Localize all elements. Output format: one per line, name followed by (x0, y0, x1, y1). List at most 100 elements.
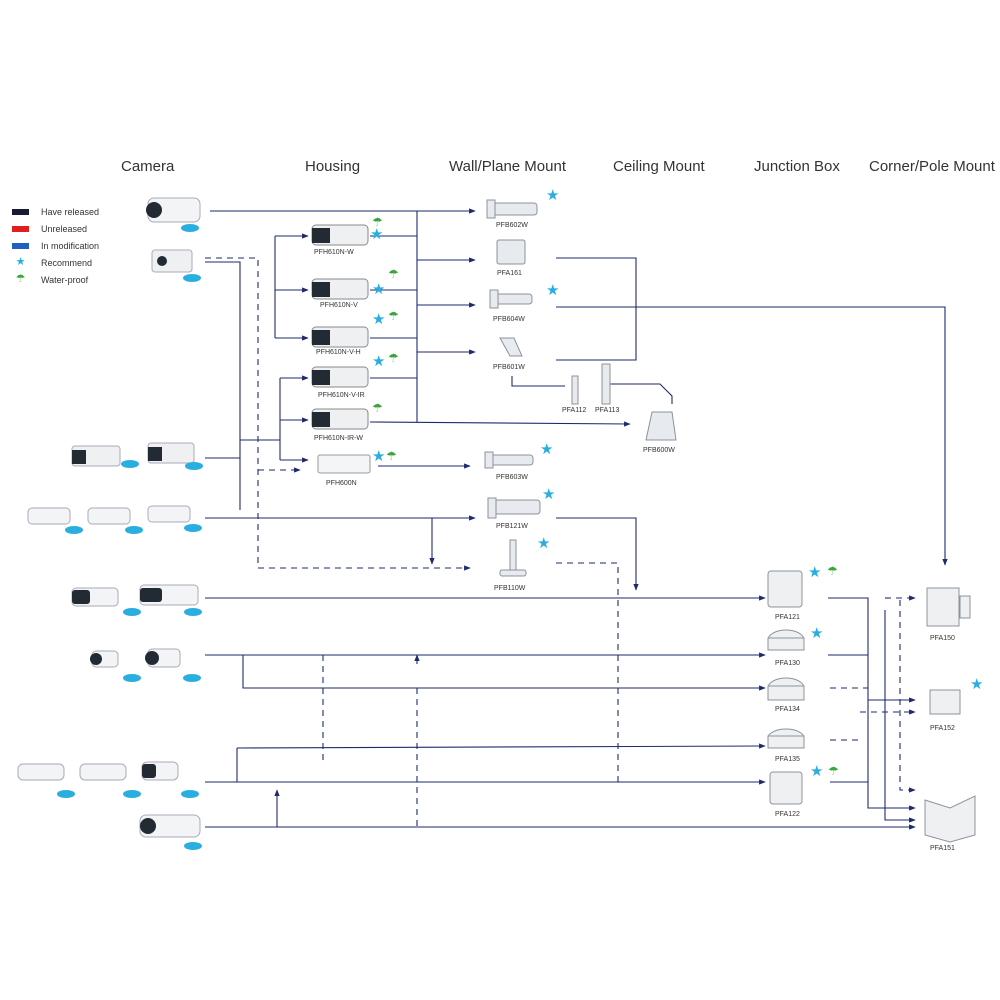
dashed-connector-lines (205, 257, 916, 827)
wall-mount-label: PFB603W (496, 474, 528, 481)
camera-column (17, 197, 203, 850)
ceiling-mount-label: PFA113 (595, 407, 620, 414)
umbrella-icon: ☂ (388, 351, 399, 365)
junction-box-label: PFA134 (775, 706, 800, 713)
camera-bullet-pair-icon (71, 584, 202, 616)
housing-icon (311, 408, 369, 430)
camera-mini-bullet-icon (90, 648, 201, 682)
junction-box-icon (767, 728, 805, 749)
wall-bracket-icon (486, 199, 538, 219)
column-header-ceiling-mount: Ceiling Mount (613, 158, 705, 175)
housing-icon (311, 224, 369, 246)
pole-adapter-icon (929, 689, 961, 715)
junction-box-label: PFA135 (775, 756, 800, 763)
housing-label: PFH610N-IR-W (314, 435, 364, 442)
umbrella-icon: ☂ (828, 764, 839, 778)
wall-arm-icon (499, 337, 523, 357)
star-icon: ★ (810, 625, 824, 642)
column-header-corner-pole-mount: Corner/Pole Mount (869, 158, 995, 175)
camera-box-icon (151, 249, 201, 282)
umbrella-icon: ☂ (386, 449, 397, 463)
star-icon: ★ (546, 187, 560, 204)
housing-label: PFH600N (326, 480, 357, 487)
junction-box-label: PFA122 (775, 811, 800, 818)
umbrella-icon: ☂ (388, 267, 399, 281)
corner-pole-label: PFA151 (930, 845, 955, 852)
junction-box-icon (769, 771, 803, 805)
star-icon: ★ (15, 256, 26, 268)
pole-arm-icon (499, 539, 527, 577)
pole-mount-icon (926, 587, 971, 627)
wall-bracket-icon (484, 451, 534, 469)
umbrella-icon: ☂ (372, 215, 383, 229)
star-icon: ★ (970, 676, 984, 693)
legend-swatch-red (12, 225, 29, 232)
ceiling-mount-label: PFB600W (643, 447, 675, 454)
junction-box-icon (767, 677, 805, 701)
ceiling-pole-icon (601, 363, 611, 405)
legend-item-water-proof: ☂ Water-proof (12, 271, 99, 288)
corner-mount-icon (924, 795, 976, 843)
legend-swatch-blue (12, 242, 29, 249)
corner-pole-label: PFA150 (930, 635, 955, 642)
wall-mount-label: PFB110W (494, 585, 526, 592)
housing-column (311, 224, 371, 474)
housing-icon (317, 454, 371, 474)
column-header-junction-box: Junction Box (754, 158, 840, 175)
star-icon: ★ (370, 226, 384, 243)
wall-bracket-icon (489, 289, 533, 309)
star-icon: ★ (372, 353, 386, 370)
legend-label: In modification (41, 240, 100, 251)
umbrella-icon: ☂ (15, 273, 26, 285)
legend-swatch-dark (12, 208, 29, 215)
wall-mount-label: PFB601W (493, 364, 525, 371)
star-icon: ★ (372, 311, 386, 328)
connector-lines (205, 208, 948, 830)
legend-label: Unreleased (41, 223, 88, 234)
camera-bullet-icon (146, 197, 201, 232)
ceiling-bracket-icon (645, 411, 677, 441)
wall-mount-label: PFB602W (496, 222, 528, 229)
star-icon: ★ (372, 448, 386, 465)
corner-pole-label: PFA152 (930, 725, 955, 732)
junction-box-icon (767, 570, 803, 608)
camera-ir-bullet-icon (139, 814, 202, 850)
junction-plate-icon (496, 239, 526, 265)
column-header-housing: Housing (305, 158, 361, 175)
legend: Have released Unreleased In modification… (12, 203, 99, 288)
housing-label: PFH610N-V (320, 302, 358, 309)
junction-box-label: PFA121 (775, 614, 800, 621)
housing-label: PFH610N-W (314, 249, 354, 256)
star-icon: ★ (808, 564, 822, 581)
star-icon: ★ (546, 282, 560, 299)
housing-icon (311, 278, 369, 300)
corner-pole-mount-column (924, 587, 976, 843)
camera-box-pair-icon (71, 442, 203, 470)
umbrella-icon: ☂ (827, 564, 838, 578)
housing-label: PFH610N-V-IR (318, 392, 365, 399)
legend-item-in-modification: In modification (12, 237, 99, 254)
legend-item-recommend: ★ Recommend (12, 254, 99, 271)
wall-mount-label: PFB121W (496, 523, 528, 530)
legend-label: Water-proof (41, 274, 89, 285)
wall-mount-label: PFB604W (493, 316, 525, 323)
camera-bullet-row-icon (17, 761, 199, 798)
junction-box-column (767, 570, 805, 805)
umbrella-icon: ☂ (372, 401, 383, 415)
star-icon: ★ (540, 441, 554, 458)
housing-label: PFH610N-V-H (316, 349, 361, 356)
legend-label: Have released (41, 206, 100, 217)
wall-mount-label: PFA161 (497, 270, 522, 277)
star-icon: ★ (537, 535, 551, 552)
housing-icon (311, 326, 369, 348)
column-header-wall-mount: Wall/Plane Mount (449, 158, 566, 175)
wall-bracket-icon (487, 497, 541, 519)
ceiling-pole-icon (571, 375, 579, 405)
ceiling-mount-column (571, 363, 677, 441)
legend-item-unreleased: Unreleased (12, 220, 99, 237)
umbrella-icon: ☂ (388, 309, 399, 323)
junction-box-icon (767, 629, 805, 651)
ceiling-mount-label: PFA112 (562, 407, 587, 414)
junction-box-label: PFA130 (775, 660, 800, 667)
